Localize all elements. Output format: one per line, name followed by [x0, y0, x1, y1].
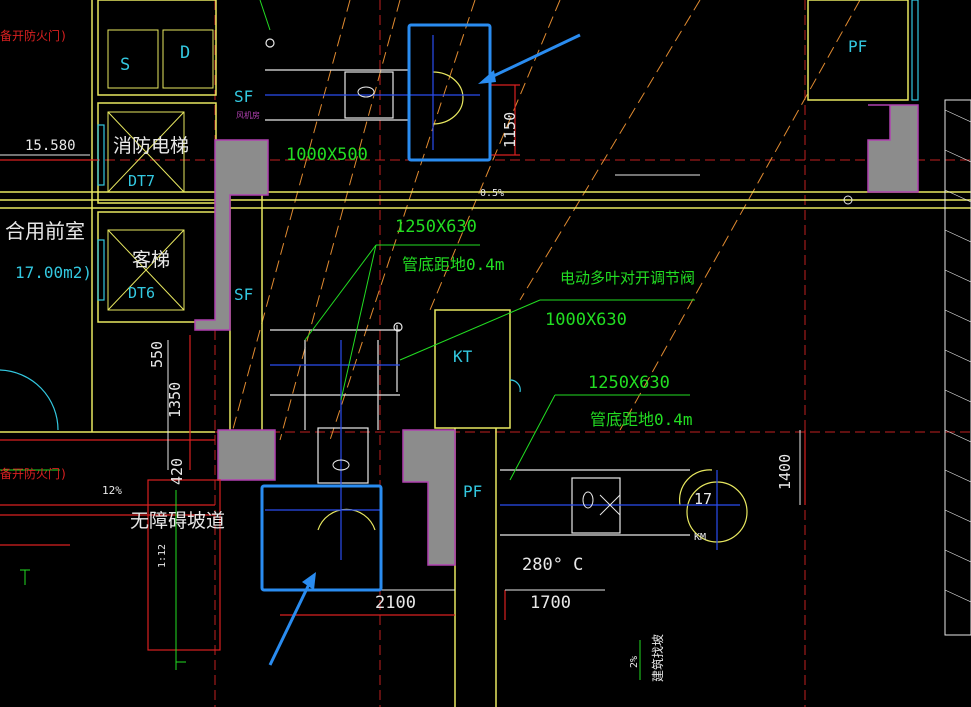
label-slope-05: 0.5%: [480, 188, 504, 199]
label-height-a: 管底距地0.4m: [402, 255, 505, 274]
label-bottom-note: 建筑找坡: [650, 634, 665, 682]
label-room-d: D: [180, 43, 190, 63]
highlight-box-bottom: [260, 484, 383, 592]
ducts: [265, 38, 690, 536]
label-bottom-slope: 2%: [629, 656, 640, 668]
arrowhead-bottom: [302, 572, 316, 590]
label-sf-small: 风机房: [236, 110, 260, 120]
label-guest-elevator: 客梯: [132, 249, 170, 271]
leader-lines: [0, 0, 695, 680]
label-dim-420: 420: [168, 458, 186, 485]
elevator-shafts: [107, 29, 214, 311]
grid-markers: [20, 569, 186, 663]
label-room-s: S: [120, 55, 130, 75]
label-ramp: 无障碍坡道: [130, 510, 225, 532]
label-dim-550: 550: [148, 341, 166, 368]
label-duct-top: 1000X500: [286, 145, 368, 165]
label-damper: 电动多叶对开调节阀: [560, 269, 695, 287]
label-slope-12: 12%: [102, 484, 122, 497]
label-pf-mid: PF: [463, 482, 482, 501]
label-fire-door-top: 备开防火门): [0, 28, 67, 43]
label-fire-elevator: 消防电梯: [113, 135, 189, 157]
label-dim-2100: 2100: [375, 593, 416, 613]
label-lobby: 合用前室: [5, 219, 85, 243]
red-lines: [0, 84, 806, 651]
label-duct-1250b: 1250X630: [588, 373, 670, 393]
label-duct-1250a: 1250X630: [395, 217, 477, 237]
label-dim-1150: 1150: [501, 112, 519, 148]
label-dim-1400: 1400: [776, 454, 794, 490]
label-temperature: 280° C: [522, 555, 583, 575]
label-unit-tag: KM: [694, 532, 706, 543]
label-pf-top: PF: [848, 37, 867, 56]
doors-windows: [0, 0, 919, 431]
label-height-b: 管底距地0.4m: [590, 410, 693, 429]
highlight-box-top: [407, 23, 492, 162]
arrow-bottom: [268, 577, 314, 666]
label-elevation: 15.580: [25, 138, 76, 154]
label-dim-1700: 1700: [530, 593, 571, 613]
arrowhead-top: [478, 70, 496, 84]
label-fire-door-left: 备开防火门): [0, 466, 67, 481]
label-sf-mid: SF: [234, 285, 253, 304]
label-dt7: DT7: [128, 172, 155, 190]
pipe-symbol: [843, 195, 853, 205]
label-ratio: 1:12: [157, 544, 168, 568]
markup-highlights: [260, 23, 581, 666]
label-duct-1000: 1000X630: [545, 310, 627, 330]
right-hatch: [944, 109, 971, 603]
label-unit-num: 17: [694, 490, 712, 508]
arrow-top: [484, 33, 581, 82]
label-dim-1350: 1350: [166, 382, 184, 418]
label-dt6: DT6: [128, 284, 155, 302]
label-kt: KT: [453, 347, 473, 366]
duct-fittings: [317, 71, 748, 543]
label-lobby-area: 17.00m2): [15, 263, 92, 282]
wall-columns: [194, 104, 919, 566]
fan-symbols: [332, 86, 621, 516]
dimension-lines: [0, 99, 971, 636]
diagonal-guides: [229, 0, 861, 441]
label-sf-top: SF: [234, 87, 253, 106]
